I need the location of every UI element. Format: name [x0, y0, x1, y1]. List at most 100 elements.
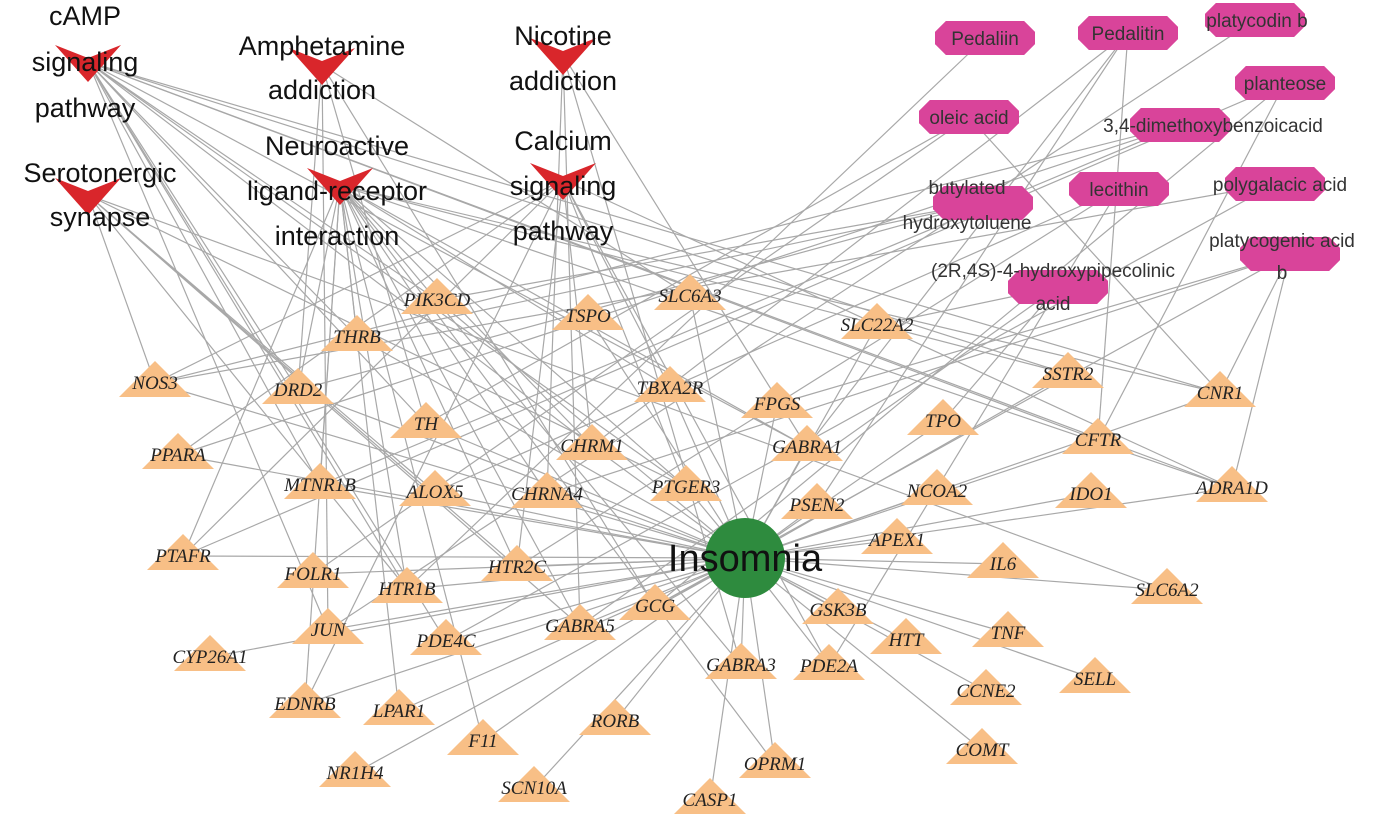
target-node-thrb[interactable]: THRB — [321, 315, 393, 351]
target-node-gsk3b[interactable]: GSK3B — [802, 588, 874, 624]
target-node-ppara[interactable]: PPARA — [142, 433, 214, 469]
compound-node-pedaliin[interactable]: Pedaliin — [935, 21, 1035, 55]
target-node-tnf[interactable]: TNF — [972, 611, 1044, 647]
target-node-slc22a2[interactable]: SLC22A2 — [841, 303, 914, 339]
target-node-pde2a[interactable]: PDE2A — [793, 644, 865, 680]
target-node-th[interactable]: TH — [390, 402, 462, 438]
target-node-casp1[interactable]: CASP1 — [674, 778, 746, 814]
compound-node-dmba[interactable]: 3,4-dimethoxybenzoicacid — [1103, 108, 1323, 142]
target-label: PDE4C — [415, 631, 475, 652]
compound-node-pedalitin[interactable]: Pedalitin — [1078, 16, 1178, 50]
compound-node-platycodin[interactable]: platycodin b — [1205, 3, 1308, 37]
target-node-rorb[interactable]: RORB — [579, 699, 651, 735]
target-node-nos3[interactable]: NOS3 — [119, 361, 191, 397]
edge-planteose-PTAFR — [182, 82, 1286, 557]
compound-node-polygalacic[interactable]: polygalacic acid — [1213, 167, 1347, 201]
target-node-ptger3[interactable]: PTGER3 — [650, 465, 722, 501]
target-node-scn10a[interactable]: SCN10A — [498, 766, 570, 802]
edge-Insomnia-NR1H4 — [354, 557, 746, 774]
target-node-sstr2[interactable]: SSTR2 — [1032, 352, 1104, 388]
target-node-mtnr1b[interactable]: MTNR1B — [283, 463, 356, 499]
edge-Insomnia-ADRA1D — [744, 487, 1233, 559]
target-node-gcg[interactable]: GCG — [619, 584, 691, 620]
target-node-cftr[interactable]: CFTR — [1062, 418, 1134, 454]
target-node-adra1d[interactable]: ADRA1D — [1194, 466, 1268, 502]
target-node-f11[interactable]: F11 — [447, 719, 519, 755]
triangle-icon — [399, 470, 471, 506]
triangle-icon — [390, 402, 462, 438]
target-node-pik3cd[interactable]: PIK3CD — [401, 278, 473, 314]
disease-label: Insomnia — [668, 538, 823, 580]
target-label: FOLR1 — [284, 564, 342, 585]
target-node-jun[interactable]: JUN — [292, 608, 364, 644]
target-node-sell[interactable]: SELL — [1059, 657, 1131, 693]
edge-bht-PIK3CD — [436, 202, 984, 301]
target-node-gabra5[interactable]: GABRA5 — [544, 604, 616, 640]
disease-node-insomnia[interactable]: Insomnia — [668, 518, 823, 598]
triangle-icon — [544, 604, 616, 640]
target-node-psen2[interactable]: PSEN2 — [781, 483, 853, 519]
triangle-icon — [321, 315, 393, 351]
target-node-tspo[interactable]: TSPO — [552, 294, 624, 330]
target-node-oprm1[interactable]: OPRM1 — [739, 742, 811, 778]
target-node-gabra3[interactable]: GABRA3 — [705, 643, 777, 679]
target-node-il6[interactable]: IL6 — [967, 542, 1039, 578]
target-node-lpar1[interactable]: LPAR1 — [363, 689, 435, 725]
target-node-ncoa2[interactable]: NCOA2 — [901, 469, 973, 505]
target-node-drd2[interactable]: DRD2 — [262, 368, 334, 404]
triangle-icon — [1184, 371, 1256, 407]
compound-node-oleic[interactable]: oleic acid — [919, 100, 1019, 134]
target-node-folr1[interactable]: FOLR1 — [277, 552, 349, 588]
triangle-icon — [284, 463, 356, 499]
edge-Pedalitin-CHRM1 — [591, 32, 1129, 447]
target-node-htt[interactable]: HTT — [870, 618, 942, 654]
target-label: TPO — [925, 411, 961, 432]
target-node-slc6a3[interactable]: SLC6A3 — [654, 274, 726, 310]
target-node-alox5[interactable]: ALOX5 — [399, 470, 471, 506]
edge-Insomnia-TH — [425, 423, 746, 559]
pathway-label: Calcium — [514, 126, 612, 156]
target-node-ccne2[interactable]: CCNE2 — [950, 669, 1022, 705]
edge-platycodin-JUN — [327, 19, 1256, 631]
target-node-pde4c[interactable]: PDE4C — [410, 619, 482, 655]
edge-Neuroactive-OPRM1 — [339, 184, 776, 765]
target-node-comt[interactable]: COMT — [946, 728, 1018, 764]
target-node-fpgs[interactable]: FPGS — [741, 382, 813, 418]
target-node-tpo[interactable]: TPO — [907, 399, 979, 435]
target-label: PSEN2 — [789, 495, 845, 516]
target-node-htr1b[interactable]: HTR1B — [371, 567, 443, 603]
target-node-nr1h4[interactable]: NR1H4 — [319, 751, 391, 787]
target-node-ednrb[interactable]: EDNRB — [269, 682, 341, 718]
triangle-icon — [447, 719, 519, 755]
triangle-icon — [967, 542, 1039, 578]
compound-label: oleic acid — [929, 108, 1008, 129]
edge-Serotonergic-NOS3 — [87, 194, 156, 384]
target-node-cyp26a1[interactable]: CYP26A1 — [173, 635, 248, 671]
target-node-gabra1[interactable]: GABRA1 — [771, 425, 843, 461]
triangle-icon — [119, 361, 191, 397]
target-node-ptafr[interactable]: PTAFR — [147, 534, 219, 570]
compound-node-planteose[interactable]: planteose — [1235, 66, 1335, 100]
edge-platycogenic-CNR1 — [1219, 253, 1291, 394]
target-node-ido1[interactable]: IDO1 — [1055, 472, 1127, 508]
compound-node-lecithin[interactable]: lecithin — [1069, 172, 1169, 206]
target-label: SSTR2 — [1043, 364, 1094, 385]
edge-cAMP-PTGER3 — [87, 61, 687, 488]
target-node-chrna4[interactable]: CHRNA4 — [511, 472, 583, 508]
target-node-apex1[interactable]: APEX1 — [861, 518, 933, 554]
target-node-tbxa2r[interactable]: TBXA2R — [634, 366, 706, 402]
target-node-cnr1[interactable]: CNR1 — [1184, 371, 1256, 407]
target-node-chrm1[interactable]: CHRM1 — [556, 424, 628, 460]
target-node-htr2c[interactable]: HTR2C — [481, 545, 553, 581]
target-node-slc6a2[interactable]: SLC6A2 — [1131, 568, 1203, 604]
octagon-icon — [1078, 16, 1178, 50]
